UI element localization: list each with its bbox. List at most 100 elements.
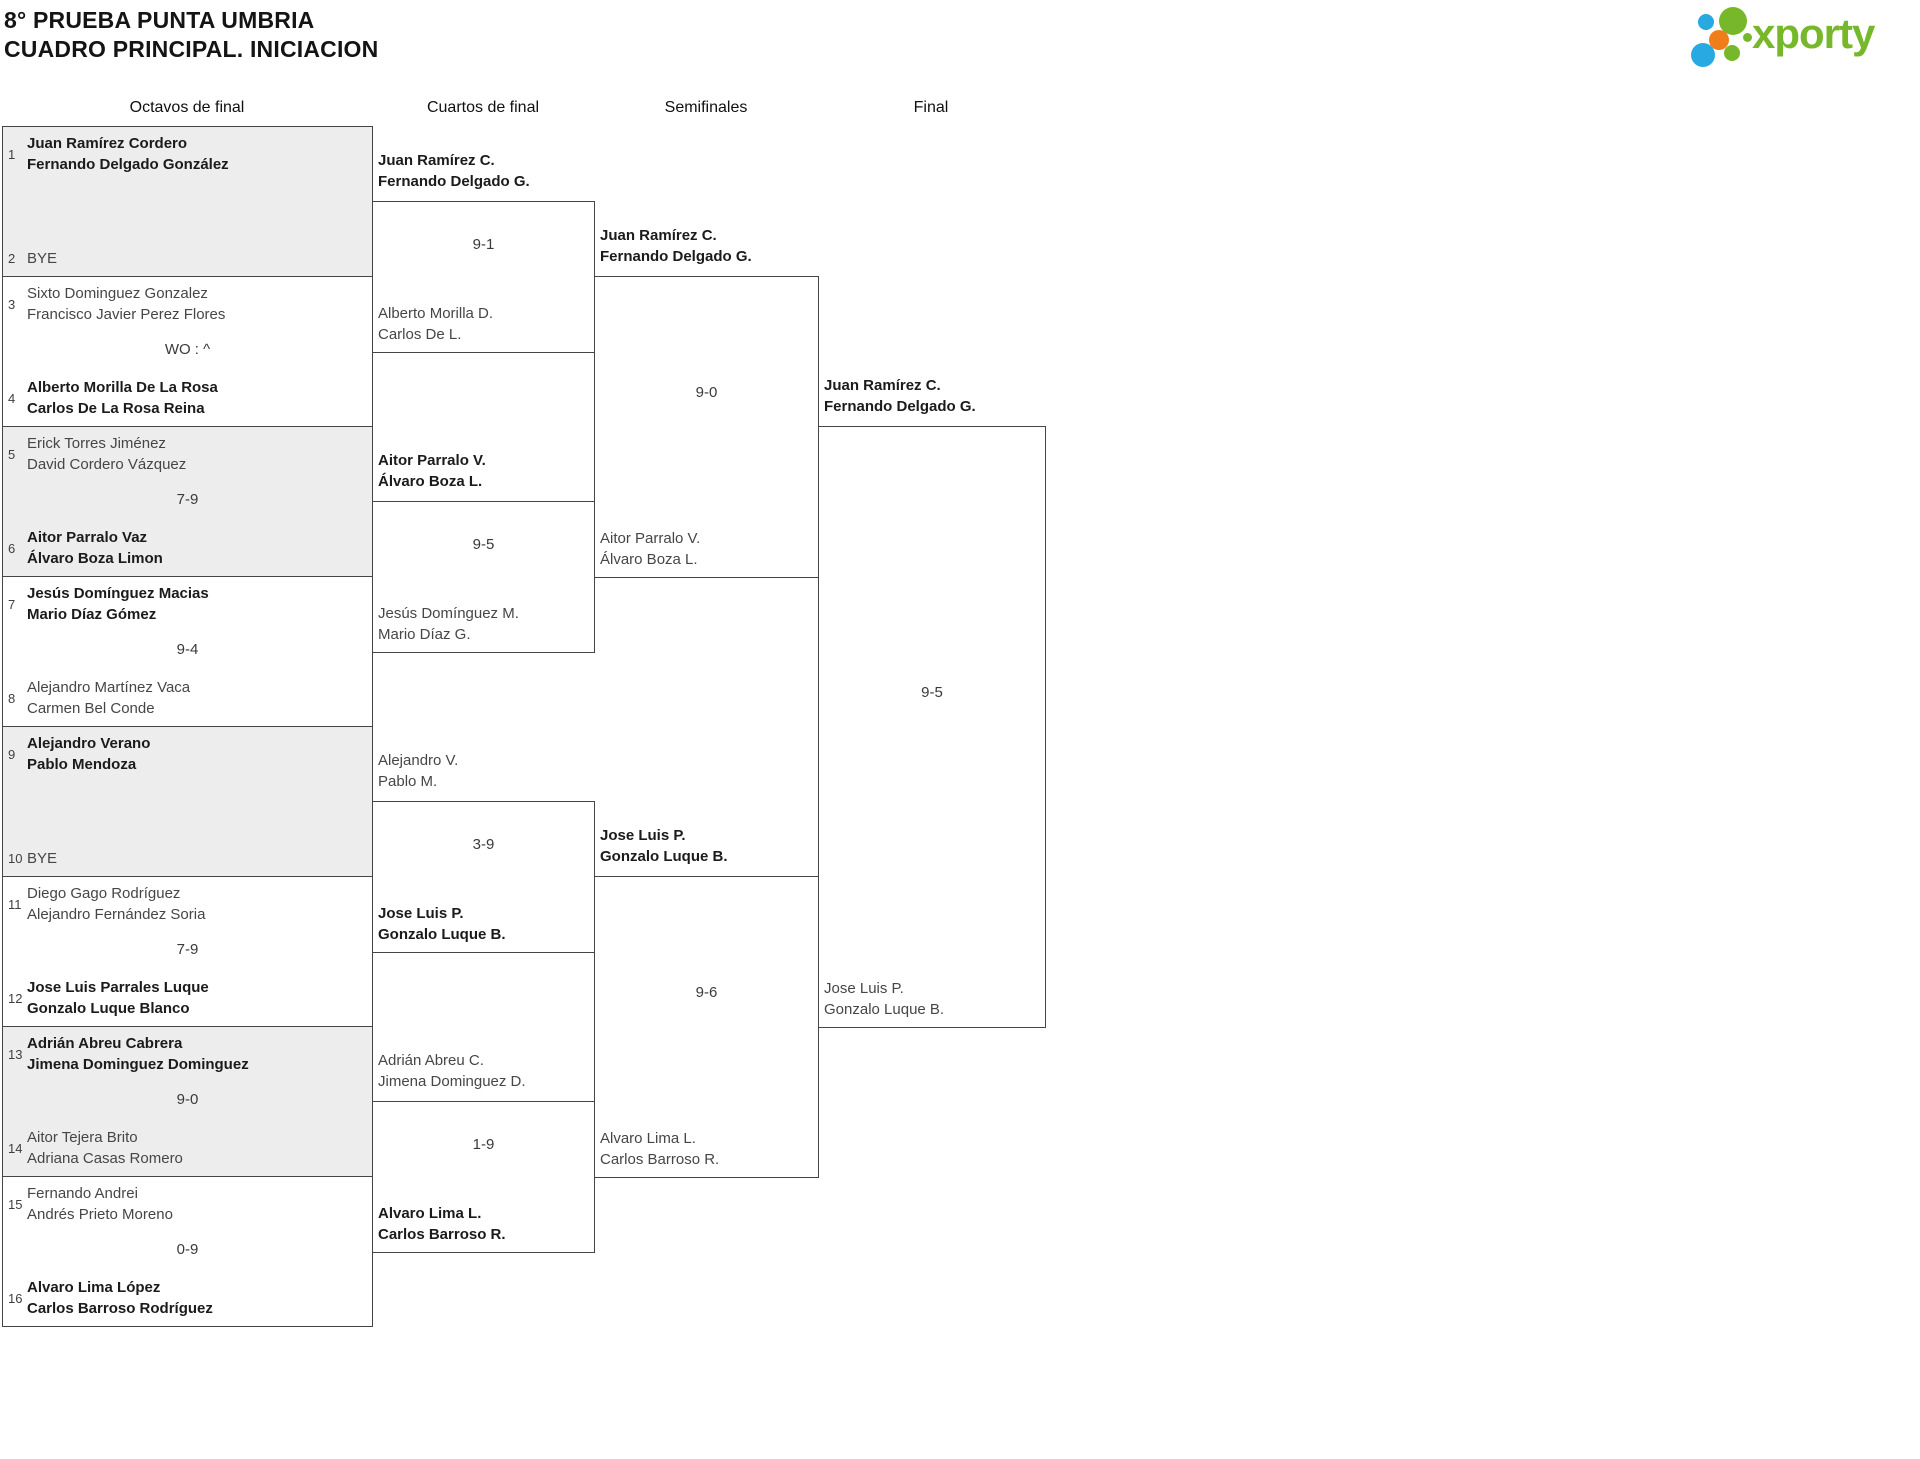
- semifinal-entry-top-1: Juan Ramírez C. Fernando Delgado G.: [600, 225, 814, 267]
- team-name-line: Alvaro Lima L.: [378, 1205, 482, 1222]
- octavos-entry-2: 2 BYE: [8, 248, 360, 269]
- octavos-entry-4: 4 Alberto Morilla De La Rosa Carlos De L…: [8, 377, 360, 419]
- team-names: Aitor Parralo V. Álvaro Boza L.: [600, 528, 700, 570]
- team-name-line: Aitor Parralo Vaz: [27, 529, 148, 546]
- seed-number: 15: [8, 1196, 23, 1212]
- team-name-line: Aitor Tejera Brito: [27, 1129, 138, 1146]
- team-name-line: Carmen Bel Conde: [27, 700, 155, 717]
- octavos-entry-6: 6 Aitor Parralo Vaz Álvaro Boza Limon: [8, 527, 360, 569]
- team-name-line: Adriana Casas Romero: [27, 1150, 183, 1167]
- team-name-line: Jimena Dominguez Dominguez: [27, 1056, 249, 1073]
- team-name-line: Mario Díaz Gómez: [27, 606, 157, 623]
- team-name-line: Alejandro Fernández Soria: [27, 906, 206, 923]
- match-score: 9-4: [176, 641, 199, 658]
- final-entry-top: Juan Ramírez C. Fernando Delgado G.: [824, 375, 1040, 417]
- logo-wordmark: xporty: [1752, 10, 1875, 57]
- team-names: Sixto Dominguez Gonzalez Francisco Javie…: [27, 283, 225, 325]
- cuartos-entry-top-3: Alejandro V. Pablo M.: [378, 750, 590, 792]
- octavos-entry-7: 7 Jesús Domínguez Macias Mario Díaz Góme…: [8, 583, 360, 625]
- octavos-entry-12: 12 Jose Luis Parrales Luque Gonzalo Luqu…: [8, 977, 360, 1019]
- team-names: Jose Luis P. Gonzalo Luque B.: [824, 978, 944, 1020]
- team-names: Aitor Parralo Vaz Álvaro Boza Limon: [27, 527, 163, 569]
- team-name-line: Alejandro Verano: [27, 735, 151, 752]
- team-names: Alejandro Verano Pablo Mendoza: [27, 733, 150, 775]
- team-name-line: Alejandro Martínez Vaca: [27, 679, 191, 696]
- team-name-line: Alberto Morilla D.: [378, 305, 494, 322]
- final-entry-bottom: Jose Luis P. Gonzalo Luque B.: [824, 978, 1040, 1020]
- logo-dot-blue-large: [1691, 43, 1715, 67]
- cuartos-entry-top-2: Aitor Parralo V. Álvaro Boza L.: [378, 450, 590, 492]
- octavos-entry-9: 9 Alejandro Verano Pablo Mendoza: [8, 733, 360, 775]
- team-name-line: Fernando Andrei: [27, 1185, 138, 1202]
- team-name-line: Alvaro Lima López: [27, 1279, 161, 1296]
- seed-number: 16: [8, 1290, 23, 1306]
- seed-number: 12: [8, 990, 23, 1006]
- team-name-line: Jesús Domínguez Macias: [27, 585, 209, 602]
- team-name-line: BYE: [27, 250, 58, 267]
- match-score: 9-0: [695, 384, 718, 401]
- seed-number: 5: [8, 446, 16, 462]
- team-name-line: Adrián Abreu C.: [378, 1052, 484, 1069]
- team-name-line: Álvaro Boza L.: [600, 551, 698, 568]
- octavos-entry-3: 3 Sixto Dominguez Gonzalez Francisco Jav…: [8, 283, 360, 325]
- team-name-line: Carlos Barroso R.: [378, 1226, 506, 1243]
- seed-number: 6: [8, 540, 16, 556]
- team-name-line: Fernando Delgado G.: [600, 248, 752, 265]
- match-score: 0-9: [176, 1241, 199, 1258]
- team-names: Diego Gago Rodríguez Alejandro Fernández…: [27, 883, 205, 925]
- team-name-line: Álvaro Boza L.: [378, 473, 483, 490]
- team-name-line: Jose Luis P.: [378, 905, 464, 922]
- seed-number: 1: [8, 146, 16, 162]
- team-names: Aitor Tejera Brito Adriana Casas Romero: [27, 1127, 183, 1169]
- team-name-line: Diego Gago Rodríguez: [27, 885, 181, 902]
- tournament-title-line1: 8° PRUEBA PUNTA UMBRIA: [4, 7, 315, 33]
- team-names: Juan Ramírez Cordero Fernando Delgado Go…: [27, 133, 229, 175]
- match-score: 7-9: [176, 491, 199, 508]
- logo-dot-green-small: [1724, 45, 1740, 61]
- team-name-line: Álvaro Boza Limon: [27, 550, 163, 567]
- team-name-line: Jose Luis Parrales Luque: [27, 979, 209, 996]
- team-name-line: Jose Luis P.: [824, 980, 904, 997]
- team-name-line: Alberto Morilla De La Rosa: [27, 379, 218, 396]
- octavos-entry-1: 1 Juan Ramírez Cordero Fernando Delgado …: [8, 133, 360, 175]
- team-name-line: Jesús Domínguez M.: [378, 605, 519, 622]
- seed-number: 10: [8, 851, 23, 866]
- octavos-entry-5: 5 Erick Torres Jiménez David Cordero Váz…: [8, 433, 360, 475]
- team-names: Adrián Abreu Cabrera Jimena Dominguez Do…: [27, 1033, 249, 1075]
- team-name-line: Fernando Delgado G.: [824, 398, 976, 415]
- round-header-octavos: Octavos de final: [129, 99, 245, 116]
- team-name-line: Pablo M.: [378, 773, 438, 790]
- team-name-line: Juan Ramírez Cordero: [27, 135, 188, 152]
- cuartos-entry-bottom-3: Jose Luis P. Gonzalo Luque B.: [378, 903, 590, 945]
- team-name-line: Gonzalo Luque Blanco: [27, 1000, 190, 1017]
- round-header-cuartos: Cuartos de final: [426, 99, 540, 116]
- seed-number: 9: [8, 746, 16, 762]
- team-name-line: Carlos De L.: [378, 326, 462, 343]
- octavos-entry-15: 15 Fernando Andrei Andrés Prieto Moreno: [8, 1183, 360, 1225]
- team-names: Aitor Parralo V. Álvaro Boza L.: [378, 450, 486, 492]
- team-names: Jesús Domínguez M. Mario Díaz G.: [378, 603, 519, 645]
- team-name-line: Fernando Delgado G.: [378, 173, 530, 190]
- team-name-line: Juan Ramírez C.: [378, 152, 495, 169]
- team-name-line: Aitor Parralo V.: [378, 452, 486, 469]
- team-name-line: Andrés Prieto Moreno: [27, 1206, 173, 1223]
- octavos-entry-10: 10 BYE: [8, 848, 360, 869]
- team-names: Juan Ramírez C. Fernando Delgado G.: [824, 375, 976, 417]
- team-name-line: Alvaro Lima L.: [600, 1130, 696, 1147]
- match-score: 7-9: [176, 941, 199, 958]
- tournament-title-line2: CUADRO PRINCIPAL. INICIACION: [4, 36, 379, 62]
- team-name-line: Erick Torres Jiménez: [27, 435, 166, 452]
- logo-dot-green-tiny: [1743, 33, 1752, 42]
- octavos-entry-16: 16 Alvaro Lima López Carlos Barroso Rodr…: [8, 1277, 360, 1319]
- team-names: Adrián Abreu C. Jimena Dominguez D.: [378, 1050, 526, 1092]
- match-score: 9-0: [176, 1091, 199, 1108]
- team-names: Alvaro Lima López Carlos Barroso Rodrígu…: [27, 1277, 213, 1319]
- octavos-entry-14: 14 Aitor Tejera Brito Adriana Casas Rome…: [8, 1127, 360, 1169]
- seed-number: 8: [8, 690, 16, 706]
- team-name-line: Mario Díaz G.: [378, 626, 471, 643]
- octavos-entry-13: 13 Adrián Abreu Cabrera Jimena Dominguez…: [8, 1033, 360, 1075]
- xporty-logo[interactable]: xporty: [1688, 4, 1910, 70]
- cuartos-entry-bottom-4: Alvaro Lima L. Carlos Barroso R.: [378, 1203, 590, 1245]
- team-name-line: Jimena Dominguez D.: [378, 1073, 526, 1090]
